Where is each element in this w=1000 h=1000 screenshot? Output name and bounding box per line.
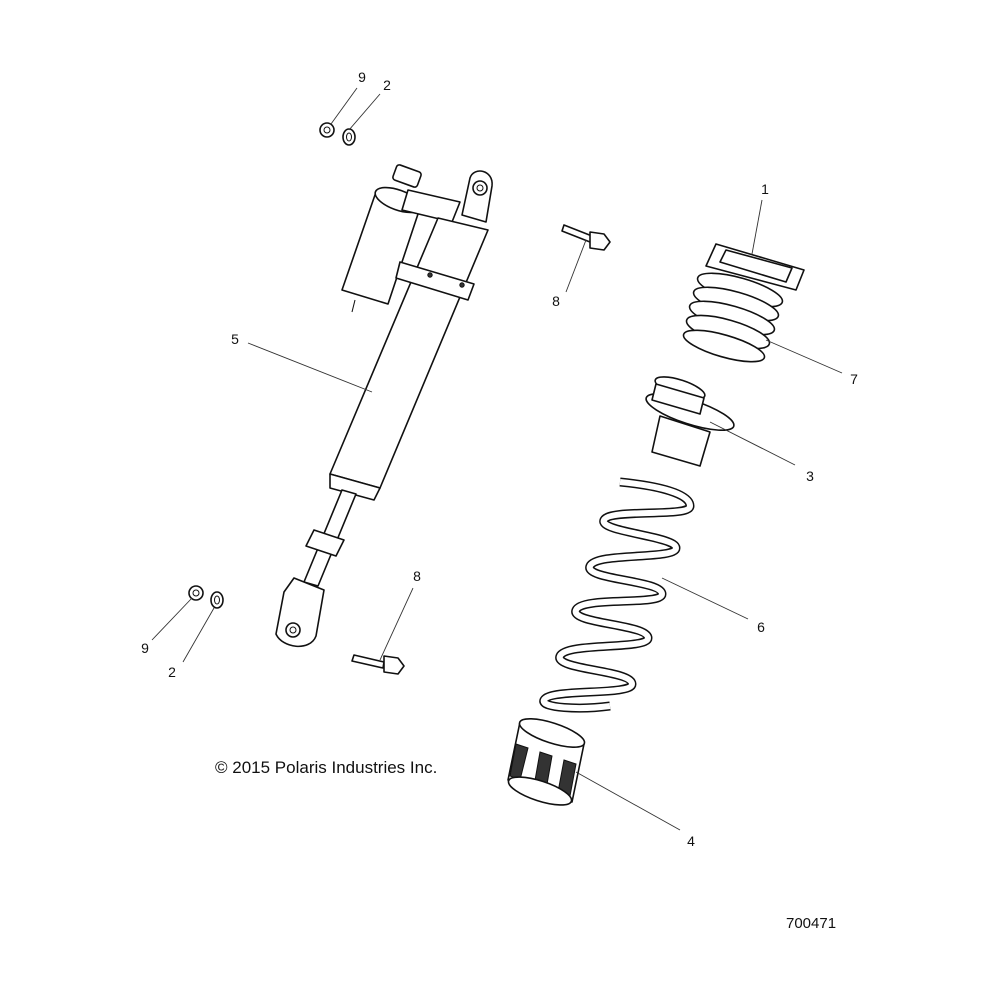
- callout-5: 5: [231, 331, 239, 347]
- leader-6: [661, 577, 749, 620]
- leader-3: [709, 421, 796, 466]
- callout-8-top: 8: [552, 293, 560, 309]
- nut-bottom: [188, 585, 204, 601]
- spring-retainer: [645, 376, 735, 467]
- callout-9-top: 9: [358, 69, 366, 85]
- leader-8-bottom: [379, 587, 414, 661]
- callout-9-bottom: 9: [141, 640, 149, 656]
- leader-1: [751, 199, 763, 255]
- callout-4: 4: [687, 833, 695, 849]
- callout-2-bottom: 2: [168, 664, 176, 680]
- callout-8-bottom: 8: [413, 568, 421, 584]
- leader-7: [765, 339, 843, 374]
- leader-9-bottom: [151, 597, 193, 641]
- shock-cap: [705, 243, 805, 291]
- leader-4: [575, 771, 681, 831]
- leader-8-top: [565, 239, 587, 293]
- callout-1: 1: [761, 181, 769, 197]
- callout-7: 7: [850, 371, 858, 387]
- coil-spring: [539, 477, 695, 713]
- leader-lines: [151, 87, 843, 831]
- bolt-bottom: [351, 654, 405, 675]
- callout-2-top: 2: [383, 77, 391, 93]
- leader-2-top: [348, 93, 381, 131]
- callouts: 1 2 2 3 4 5 6 7 8 8 9 9: [141, 69, 858, 849]
- leader-5: [247, 342, 373, 393]
- leader-9-top: [330, 87, 358, 125]
- leader-2-bottom: [182, 607, 215, 663]
- copyright-text: © 2015 Polaris Industries Inc.: [215, 758, 437, 777]
- bolt-top: [561, 224, 611, 251]
- washer-top: [342, 128, 356, 146]
- drawing-number: 700471: [786, 915, 836, 932]
- callout-3: 3: [806, 468, 814, 484]
- shock-absorber: [275, 164, 493, 648]
- bumper: [682, 272, 784, 363]
- callout-6: 6: [757, 619, 765, 635]
- washer-bottom: [210, 591, 224, 609]
- nut-top: [319, 122, 335, 138]
- spring-seat: [507, 718, 586, 806]
